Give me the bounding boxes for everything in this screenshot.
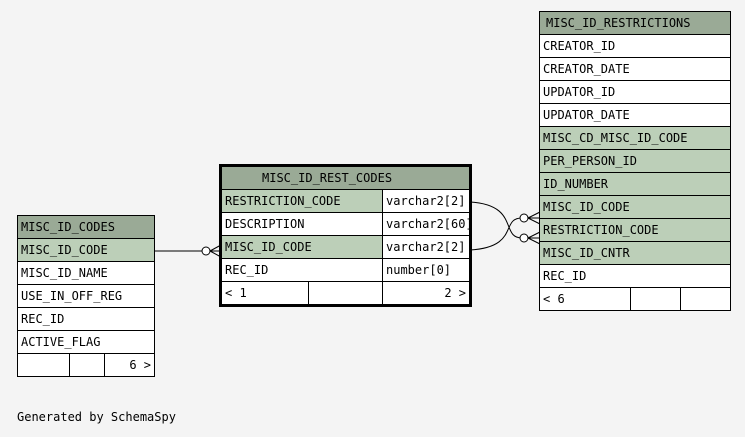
- fk-circle-misc-id-code: [201, 246, 211, 256]
- column-row[interactable]: CREATOR_DATE: [539, 57, 731, 81]
- table-misc-id-rest-codes[interactable]: MISC_ID_REST_CODES RESTRICTION_CODE varc…: [219, 164, 472, 307]
- footer-right[interactable]: 6 >: [104, 353, 155, 377]
- column-name[interactable]: RESTRICTION_CODE: [220, 189, 383, 213]
- column-name[interactable]: REC_ID: [220, 258, 383, 282]
- column-row[interactable]: MISC_CD_MISC_ID_CODE: [539, 126, 731, 150]
- column-type: varchar2[60]: [382, 212, 471, 236]
- column-row[interactable]: PER_PERSON_ID: [539, 149, 731, 173]
- table-misc-id-restrictions[interactable]: MISC_ID_RESTRICTIONS CREATOR_ID CREATOR_…: [539, 11, 731, 311]
- column-row[interactable]: ID_NUMBER: [539, 172, 731, 196]
- table-misc-id-codes[interactable]: MISC_ID_CODES MISC_ID_CODE MISC_ID_NAME …: [17, 215, 155, 377]
- fk-line-restriction-code: [469, 201, 523, 239]
- column-row[interactable]: MISC_ID_CNTR: [539, 241, 731, 265]
- footer-left[interactable]: < 1: [220, 281, 309, 306]
- column-type: number[0]: [382, 258, 471, 282]
- footer-left[interactable]: < 6: [539, 287, 631, 311]
- column-row[interactable]: RESTRICTION_CODE: [539, 218, 731, 242]
- table-title[interactable]: MISC_ID_REST_CODES: [220, 165, 471, 190]
- column-row[interactable]: REC_ID: [17, 307, 155, 331]
- column-row[interactable]: MISC_ID_CODE: [17, 238, 155, 262]
- column-row[interactable]: UPDATOR_ID: [539, 80, 731, 104]
- footer-middle: [630, 287, 681, 311]
- column-type: varchar2[2]: [382, 235, 471, 259]
- generated-by-note: Generated by SchemaSpy: [17, 410, 176, 424]
- fk-crowfoot-misc-id-code-2: [527, 211, 541, 225]
- footer-left: [17, 353, 70, 377]
- column-row[interactable]: CREATOR_ID: [539, 34, 731, 58]
- fk-circle-restriction-code: [519, 233, 529, 243]
- footer-right: [680, 287, 731, 311]
- column-type: varchar2[2]: [382, 189, 471, 213]
- column-row[interactable]: UPDATOR_DATE: [539, 103, 731, 127]
- column-row[interactable]: MISC_ID_CODE: [539, 195, 731, 219]
- column-name[interactable]: DESCRIPTION: [220, 212, 383, 236]
- table-title[interactable]: MISC_ID_RESTRICTIONS: [539, 11, 731, 35]
- fk-circle-misc-id-code-2: [519, 213, 529, 223]
- fk-crowfoot-restriction-code: [527, 231, 541, 245]
- column-row[interactable]: REC_ID: [539, 264, 731, 288]
- column-name[interactable]: MISC_ID_CODE: [220, 235, 383, 259]
- fk-line-misc-id-code-2: [469, 217, 523, 251]
- column-row[interactable]: USE_IN_OFF_REG: [17, 284, 155, 308]
- column-row[interactable]: MISC_ID_NAME: [17, 261, 155, 285]
- column-row[interactable]: ACTIVE_FLAG: [17, 330, 155, 354]
- footer-middle: [69, 353, 105, 377]
- footer-right[interactable]: 2 >: [382, 281, 471, 306]
- table-title[interactable]: MISC_ID_CODES: [17, 215, 155, 239]
- footer-middle: [307, 281, 384, 306]
